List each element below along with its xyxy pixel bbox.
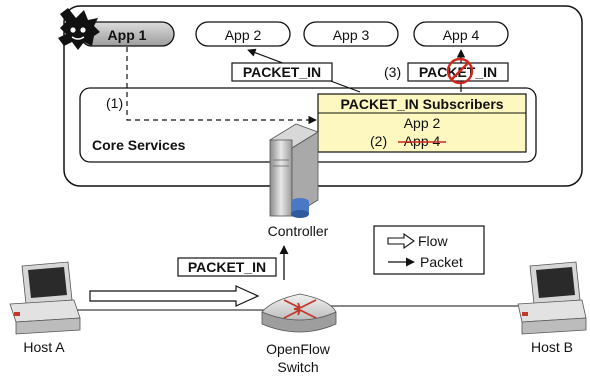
- flow-arrow: [89, 285, 260, 307]
- app2-label: App 2: [225, 27, 262, 43]
- packet-in-label-app2: PACKET_IN: [243, 64, 321, 80]
- app4-pill[interactable]: App 4: [413, 21, 509, 47]
- legend-packet-label: Packet: [420, 254, 463, 270]
- app3-pill[interactable]: App 3: [303, 21, 399, 47]
- app1-label: App 1: [108, 27, 147, 43]
- switch-label-line1: OpenFlow: [266, 341, 331, 357]
- app1-pill[interactable]: App 1: [79, 21, 175, 47]
- packet-in-box-app2: [231, 62, 333, 82]
- step3-label: (3): [384, 64, 401, 80]
- packet-in-label-switch: PACKET_IN: [188, 259, 266, 275]
- legend-box: [373, 225, 485, 275]
- legend-flow-arrow-icon: [387, 232, 415, 250]
- controller-label: Controller: [268, 223, 329, 239]
- app2-pill[interactable]: App 2: [195, 21, 291, 47]
- subscribers-title: PACKET_IN Subscribers: [340, 96, 503, 112]
- switch-label-line2: Switch: [277, 359, 318, 375]
- app3-label: App 3: [333, 27, 370, 43]
- openflow-switch-icon: [261, 293, 337, 333]
- step2-label: (2): [370, 133, 387, 149]
- host-a-computer-icon: [9, 261, 81, 335]
- app4-label: App 4: [443, 27, 480, 43]
- register-arrow: [126, 47, 317, 125]
- host-a-label: Host A: [23, 339, 65, 355]
- step1-label: (1): [106, 95, 123, 111]
- host-b-label: Host B: [531, 339, 573, 355]
- controller-server-icon: [269, 123, 319, 218]
- core-services-label: Core Services: [92, 137, 186, 153]
- packet-in-box-switch: [177, 257, 277, 277]
- malicious-devil-icon: [58, 8, 100, 50]
- subscriber-app4: App 4: [404, 133, 441, 149]
- legend-flow-label: Flow: [418, 233, 448, 249]
- blocked-icon: [446, 57, 474, 85]
- host-b-computer-icon: [517, 261, 587, 335]
- subscriber-app2: App 2: [404, 115, 441, 131]
